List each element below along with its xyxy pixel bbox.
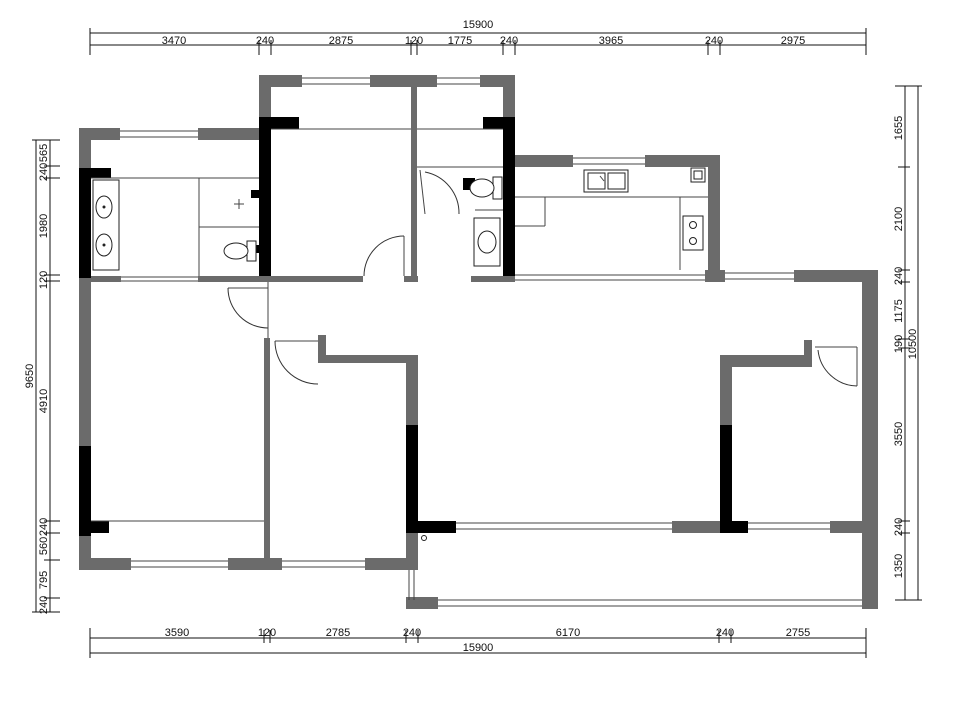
top-seg-8: 2975	[781, 35, 805, 47]
bathroom-fixtures	[92, 176, 503, 271]
shower-drain-icon	[234, 199, 244, 209]
right-dimension-group: 1655 2100 240 1175 190 3550 240 1350 105…	[893, 85, 922, 601]
kitchen-fixtures	[583, 167, 706, 251]
door-icon	[227, 287, 269, 329]
basin-icon	[477, 230, 497, 254]
right-seg-7: 1350	[893, 554, 905, 578]
top-dimension-group: 15900 3470 240 2875 120 1775 240 3965 24…	[89, 19, 867, 55]
right-seg-3: 1175	[893, 299, 905, 323]
bottom-seg-2: 2785	[326, 627, 350, 639]
doors	[227, 169, 858, 541]
walls	[79, 75, 878, 609]
top-seg-6: 3965	[599, 35, 623, 47]
left-seg-2: 1980	[38, 214, 50, 238]
bottom-total-label: 15900	[463, 642, 494, 654]
interior-lines	[91, 128, 708, 522]
left-seg-8: 240	[38, 596, 50, 614]
left-seg-5: 560	[38, 537, 50, 555]
right-seg-0: 1655	[893, 116, 905, 140]
left-seg-7: 795	[38, 571, 50, 589]
right-seg-6: 240	[893, 518, 905, 536]
top-seg-0: 3470	[162, 35, 186, 47]
door-icon	[363, 235, 405, 277]
right-total-label: 10500	[907, 329, 919, 360]
bottom-seg-5: 240	[716, 627, 734, 639]
left-seg-0: 240	[38, 163, 50, 181]
toilet-icon	[469, 176, 503, 200]
toilet-icon	[223, 240, 257, 262]
left-seg-3: 120	[38, 271, 50, 289]
door-icon	[419, 169, 460, 215]
right-seg-4: 190	[893, 335, 905, 353]
top-seg-2: 2875	[329, 35, 353, 47]
right-seg-1: 2100	[893, 207, 905, 231]
bottom-dimension-group: 3590 120 2785 240 6170 240 2755 15900	[89, 627, 867, 658]
left-seg-1: 565	[38, 144, 50, 162]
top-seg-5: 240	[500, 35, 518, 47]
left-seg-4: 4910	[38, 389, 50, 413]
top-total-label: 15900	[463, 19, 494, 31]
top-seg-4: 1775	[448, 35, 472, 47]
cooktop-icon	[682, 215, 704, 251]
door-icon	[815, 346, 858, 387]
right-seg-5: 3550	[893, 422, 905, 446]
bottom-seg-0: 3590	[165, 627, 189, 639]
left-seg-6: 240	[38, 518, 50, 536]
right-seg-2: 240	[893, 267, 905, 285]
top-seg-1: 240	[256, 35, 274, 47]
left-total-label: 9650	[24, 364, 36, 388]
bottom-seg-3: 240	[403, 627, 421, 639]
left-dimension-group: 9650 240 565 1980 120 4910 560 240 795 2…	[24, 139, 60, 614]
door-icon	[274, 340, 319, 385]
top-seg-3: 120	[405, 35, 423, 47]
vanity-counter	[92, 179, 120, 271]
bottom-seg-6: 2755	[786, 627, 810, 639]
bottom-seg-4: 6170	[556, 627, 580, 639]
top-seg-7: 240	[705, 35, 723, 47]
bottom-seg-1: 120	[258, 627, 276, 639]
